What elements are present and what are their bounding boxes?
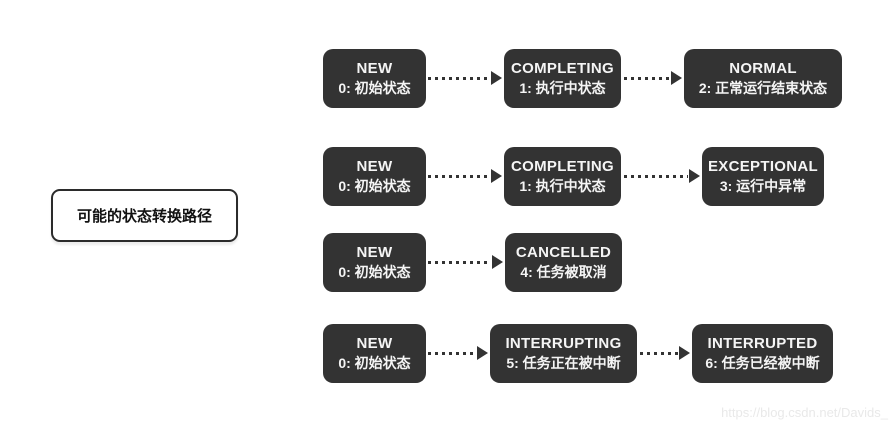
state-title: COMPLETING <box>511 158 614 176</box>
state-subtitle: 6: 任务已经被中断 <box>705 355 820 372</box>
state-title: NORMAL <box>729 60 797 78</box>
state-subtitle: 1: 执行中状态 <box>519 80 606 97</box>
state-node-exceptional: EXCEPTIONAL 3: 运行中异常 <box>702 147 824 206</box>
arrow-head-icon <box>491 169 502 183</box>
state-subtitle: 0: 初始状态 <box>338 264 411 281</box>
state-node-new: NEW 0: 初始状态 <box>323 233 426 292</box>
transition-arrow <box>428 255 503 269</box>
transition-arrow <box>624 169 700 183</box>
transition-arrow <box>428 346 488 360</box>
arrow-dotted-line <box>428 174 490 178</box>
arrow-dotted-line <box>640 351 678 355</box>
state-node-normal: NORMAL 2: 正常运行结束状态 <box>684 49 842 108</box>
state-subtitle: 2: 正常运行结束状态 <box>698 80 828 97</box>
state-title: INTERRUPTING <box>505 335 622 353</box>
state-subtitle: 0: 初始状态 <box>338 355 411 372</box>
arrow-head-icon <box>477 346 488 360</box>
state-node-new: NEW 0: 初始状态 <box>323 147 426 206</box>
state-node-completing: COMPLETING 1: 执行中状态 <box>504 49 621 108</box>
state-subtitle: 0: 初始状态 <box>338 80 411 97</box>
arrow-head-icon <box>679 346 690 360</box>
arrow-head-icon <box>689 169 700 183</box>
watermark: https://blog.csdn.net/Davids_ <box>721 405 888 420</box>
transition-arrow <box>624 71 682 85</box>
arrow-head-icon <box>492 255 503 269</box>
arrow-dotted-line <box>624 76 670 80</box>
state-title: CANCELLED <box>515 244 612 262</box>
state-title: EXCEPTIONAL <box>708 158 818 176</box>
arrow-dotted-line <box>428 260 491 264</box>
transition-arrow <box>428 71 502 85</box>
state-title: NEW <box>356 60 393 78</box>
legend-box: 可能的状态转换路径 <box>51 189 238 242</box>
state-node-interrupted: INTERRUPTED 6: 任务已经被中断 <box>692 324 833 383</box>
state-subtitle: 5: 任务正在被中断 <box>506 355 621 372</box>
state-subtitle: 0: 初始状态 <box>338 178 411 195</box>
arrow-dotted-line <box>428 351 476 355</box>
state-node-new: NEW 0: 初始状态 <box>323 324 426 383</box>
state-title: NEW <box>356 335 393 353</box>
transition-arrow <box>640 346 690 360</box>
arrow-head-icon <box>671 71 682 85</box>
state-node-cancelled: CANCELLED 4: 任务被取消 <box>505 233 622 292</box>
state-title: INTERRUPTED <box>707 335 818 353</box>
state-title: NEW <box>356 244 393 262</box>
state-node-interrupting: INTERRUPTING 5: 任务正在被中断 <box>490 324 637 383</box>
state-title: NEW <box>356 158 393 176</box>
state-subtitle: 4: 任务被取消 <box>520 264 607 281</box>
transition-arrow <box>428 169 502 183</box>
state-subtitle: 3: 运行中异常 <box>719 178 807 195</box>
state-subtitle: 1: 执行中状态 <box>519 178 606 195</box>
state-node-new: NEW 0: 初始状态 <box>323 49 426 108</box>
state-title: COMPLETING <box>511 60 614 78</box>
legend-label: 可能的状态转换路径 <box>76 208 212 225</box>
arrow-dotted-line <box>428 76 490 80</box>
arrow-dotted-line <box>624 174 688 178</box>
state-node-completing: COMPLETING 1: 执行中状态 <box>504 147 621 206</box>
arrow-head-icon <box>491 71 502 85</box>
